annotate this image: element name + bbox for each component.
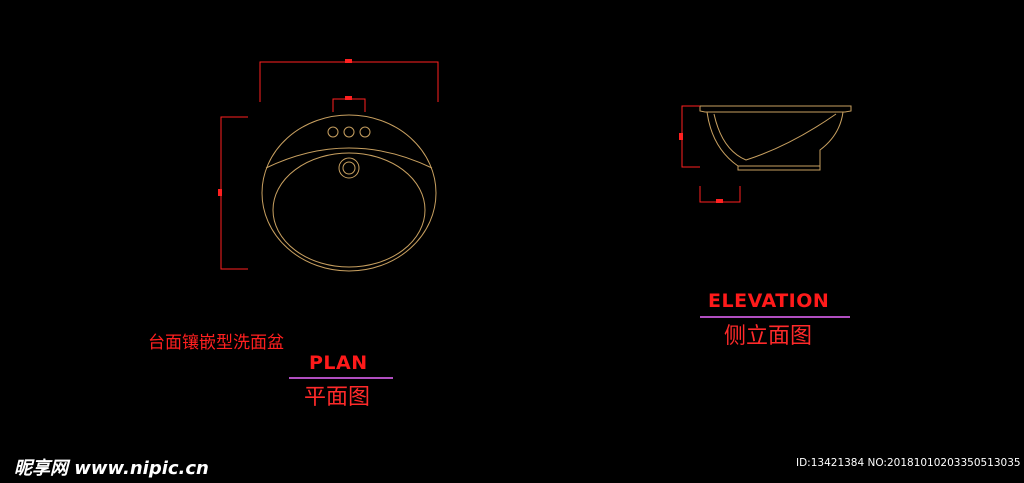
basin-inner-bowl: [272, 152, 426, 268]
plan-title-en: PLAN: [309, 352, 368, 374]
plan-dimensions: [218, 59, 439, 270]
elevation-title-en: ELEVATION: [708, 290, 830, 312]
faucet-hole-right: [359, 126, 371, 138]
plan-depth-dimension: [220, 116, 248, 270]
elevation-drain-dim-text: [716, 199, 723, 203]
faucet-hole-center: [343, 126, 355, 138]
faucet-spacing-dim-text: [345, 96, 352, 100]
plan-view-basin: [261, 114, 437, 272]
elevation-dimensions: [679, 105, 741, 203]
plan-title-cn: 平面图: [304, 385, 371, 410]
elevation-title-cn: 侧立面图: [724, 324, 813, 349]
plan-title-underline: [289, 377, 393, 379]
drain-outer: [338, 157, 360, 179]
elevation-view-basin: [699, 105, 852, 171]
watermark-image-id: ID:13421384 NO:20181010203350513035: [796, 457, 1021, 469]
plan-width-dim-text: [345, 59, 352, 63]
elevation-bowl-outer: [706, 111, 844, 167]
faucet-spacing-dimension: [332, 98, 366, 112]
basin-outer-rim: [261, 114, 437, 272]
elevation-height-dimension: [681, 105, 700, 168]
elevation-title-underline: [700, 316, 850, 318]
elevation-height-dim-text: [679, 133, 683, 140]
elevation-drain-body: [737, 166, 821, 171]
watermark-logo: 昵享网 www.nipic.cn: [14, 458, 209, 479]
basin-type-caption: 台面镶嵌型洗面盆: [148, 333, 284, 353]
basin-deck-curve: [265, 147, 433, 169]
faucet-hole-left: [327, 126, 339, 138]
drain-inner: [342, 161, 356, 175]
plan-depth-dim-text: [218, 189, 222, 196]
elevation-bowl-inner: [713, 113, 837, 161]
elevation-counter-rim: [699, 105, 852, 113]
